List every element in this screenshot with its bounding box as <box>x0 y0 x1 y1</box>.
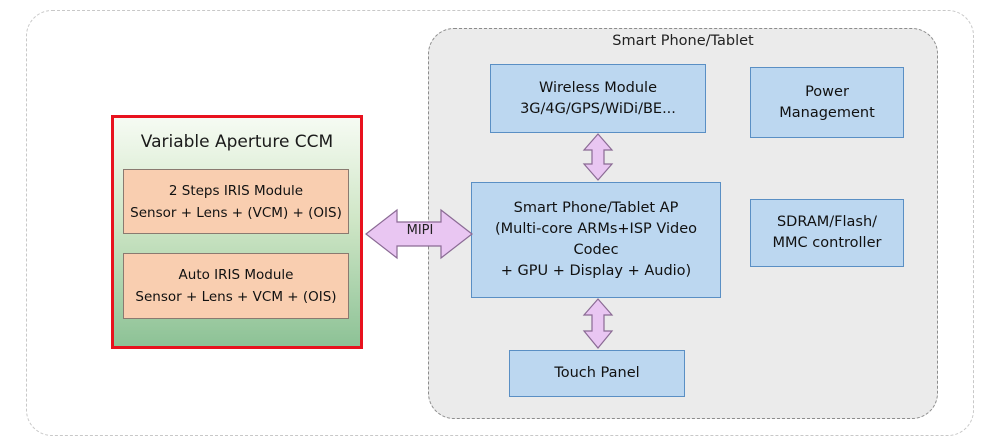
application-processor-box: Smart Phone/Tablet AP (Multi-core ARMs+I… <box>471 182 721 298</box>
application-processor-title: Smart Phone/Tablet AP <box>513 200 679 216</box>
application-processor-line3: + GPU + Display + Audio) <box>500 263 692 279</box>
touch-panel-box: Touch Panel <box>509 350 685 397</box>
two-steps-iris-module-box: 2 Steps IRIS Module Sensor + Lens + (VCM… <box>123 169 349 234</box>
auto-iris-module-box: Auto IRIS Module Sensor + Lens + VCM + (… <box>123 253 349 319</box>
two-steps-iris-module-title: 2 Steps IRIS Module <box>168 182 304 199</box>
sdram-flash-line2: MMC controller <box>772 235 882 251</box>
outer-frame <box>26 10 974 436</box>
variable-aperture-ccm-title: Variable Aperture CCM <box>140 132 334 152</box>
wireless-module-standards: 3G/4G/GPS/WiDi/BE... <box>520 100 676 117</box>
mipi-label: MIPI <box>406 223 434 238</box>
sdram-flash-box: SDRAM/Flash/ MMC controller <box>750 199 904 267</box>
auto-iris-module-title: Auto IRIS Module <box>178 267 294 283</box>
application-processor-line2: (Multi-core ARMs+ISP Video Codec <box>494 221 698 258</box>
mipi-double-arrow <box>365 208 473 260</box>
ap-touch-double-arrow <box>582 298 614 349</box>
wireless-module-box: Wireless Module 3G/4G/GPS/WiDi/BE... <box>490 64 706 133</box>
smart-phone-tablet-title: Smart Phone/Tablet <box>612 33 754 49</box>
two-steps-iris-module-components: Sensor + Lens + (VCM) + (OIS) <box>130 204 342 221</box>
wireless-ap-double-arrow <box>582 133 614 181</box>
power-management-line2: Management <box>779 104 875 121</box>
sdram-flash-line1: SDRAM/Flash/ <box>776 214 878 230</box>
wireless-module-title: Wireless Module <box>538 79 657 96</box>
power-management-line1: Power <box>805 83 849 100</box>
touch-panel-label: Touch Panel <box>554 365 640 381</box>
auto-iris-module-components: Sensor + Lens + VCM + (OIS) <box>135 289 337 305</box>
power-management-box: Power Management <box>750 67 904 138</box>
